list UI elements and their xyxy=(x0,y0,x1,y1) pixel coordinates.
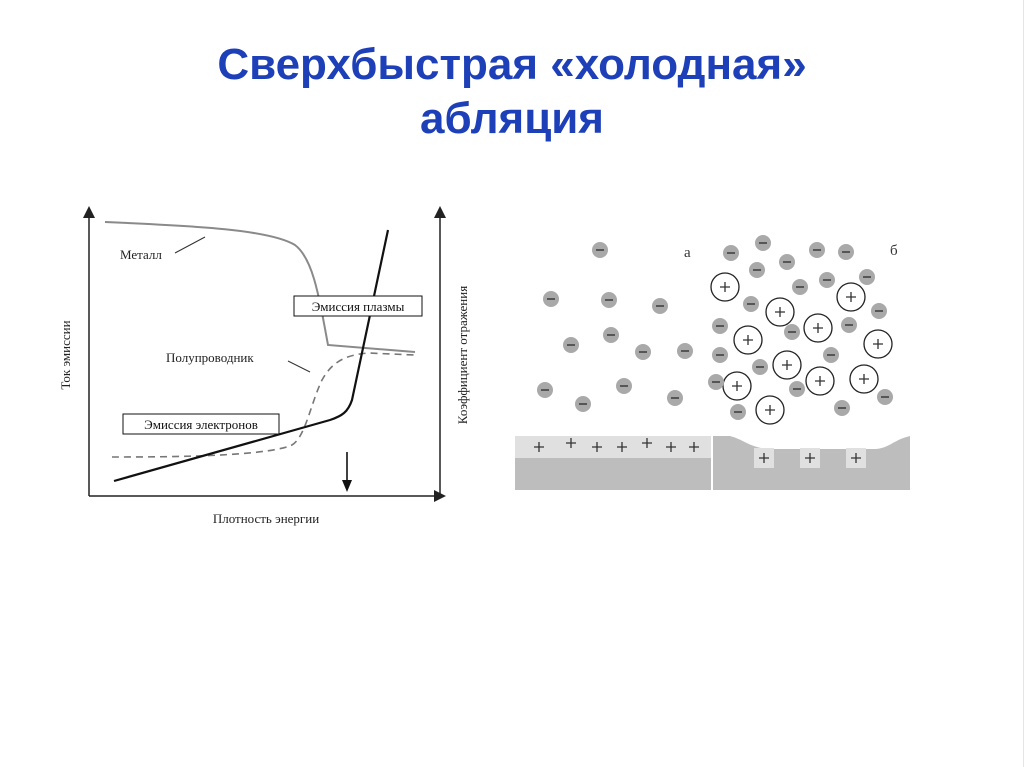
ion-plus-sign xyxy=(873,339,883,349)
plasma-label: Эмиссия плазмы xyxy=(312,299,405,314)
threshold-arrowhead xyxy=(342,480,352,492)
electron-label: Эмиссия электронов xyxy=(144,417,258,432)
ion-plus-sign xyxy=(743,335,753,345)
title-line-1: Сверхбыстрая «холодная» xyxy=(217,40,807,89)
ion-plus-sign xyxy=(859,374,869,384)
ion-plus-sign xyxy=(732,381,742,391)
slide-title: Сверхбыстрая «холодная» абляция xyxy=(0,38,1024,146)
metal-pointer xyxy=(174,236,206,254)
ion-plus-sign xyxy=(775,307,785,317)
ion-plus-sign xyxy=(720,282,730,292)
ion-plus-sign xyxy=(813,323,823,333)
surface-plus-sign xyxy=(642,438,652,448)
semiconductor-curve xyxy=(111,352,416,458)
metal-label: Металл xyxy=(120,247,162,262)
plasma-label-box xyxy=(293,295,423,317)
surface-plus-sign xyxy=(666,442,676,452)
lattice-ion-plus-sign xyxy=(759,453,769,463)
surface-plus-sign xyxy=(617,442,627,452)
panel-b-label: б xyxy=(890,243,898,259)
y-axis-label-left: Ток эмиссии xyxy=(58,320,73,389)
semiconductor-pointer xyxy=(287,360,311,373)
surface-plus-sign xyxy=(592,442,602,452)
surface-plus-sign xyxy=(534,442,544,452)
x-axis-label: Плотность энергии xyxy=(213,511,319,526)
semiconductor-label: Полупроводник xyxy=(166,350,254,365)
electron-label-box xyxy=(122,413,280,435)
ion-plus-sign xyxy=(815,376,825,386)
lattice-ion-plus-sign xyxy=(805,453,815,463)
ion-plus-sign xyxy=(846,292,856,302)
electron-emission-curve xyxy=(113,229,390,483)
ion-plus-sign xyxy=(765,405,775,415)
surface-layer-a xyxy=(515,436,711,458)
y-axis-label-right: Коэффициент отражения xyxy=(455,286,470,424)
particles-group xyxy=(534,235,893,468)
lattice-ion-plus-sign xyxy=(851,453,861,463)
surface-plus-sign xyxy=(689,442,699,452)
title-line-2: абляция xyxy=(420,94,604,143)
panel-a-label: а xyxy=(684,245,691,261)
surface-plus-sign xyxy=(566,438,576,448)
ion-plus-sign xyxy=(782,360,792,370)
